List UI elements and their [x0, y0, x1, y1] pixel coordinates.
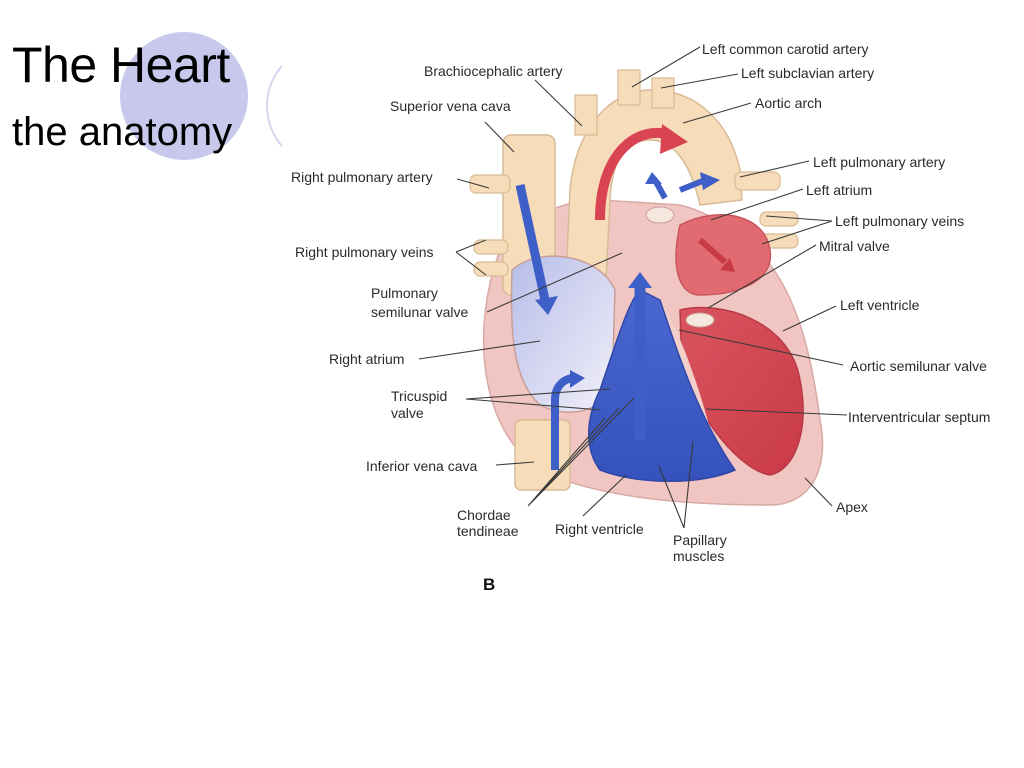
label-inferior-vena-cava: Inferior vena cava	[366, 458, 477, 474]
label-brachiocephalic-artery: Brachiocephalic artery	[424, 63, 563, 79]
label-mitral-valve: Mitral valve	[819, 238, 890, 254]
label-right-pulmonary-artery: Right pulmonary artery	[291, 169, 433, 185]
label-pulmonary-semilunar-valve-line1: Pulmonary	[371, 285, 438, 301]
label-aortic-semilunar-valve: Aortic semilunar valve	[850, 358, 987, 374]
label-left-ventricle: Left ventricle	[840, 297, 920, 313]
label-interventricular-septum: Interventricular septum	[848, 409, 990, 425]
label-chordae-tendineae-line2: tendineae	[457, 523, 519, 539]
decorative-circle-filled	[120, 32, 248, 160]
diagram-labels: Left common carotid artery Brachiocephal…	[291, 41, 990, 594]
leader-lines	[418, 46, 848, 529]
label-left-pulmonary-veins: Left pulmonary veins	[835, 213, 964, 229]
figure-letter: B	[483, 575, 495, 594]
label-left-common-carotid-artery: Left common carotid artery	[702, 41, 869, 57]
label-left-atrium: Left atrium	[806, 182, 872, 198]
slide-subtitle: the anatomy	[12, 110, 233, 154]
label-pulmonary-semilunar-valve-line2: semilunar valve	[371, 304, 468, 320]
label-chordae-tendineae-line1: Chordae	[457, 507, 511, 523]
label-apex: Apex	[836, 499, 868, 515]
label-tricuspid-valve-line2: valve	[391, 405, 424, 421]
label-papillary-muscles-line2: muscles	[673, 548, 724, 564]
label-right-pulmonary-veins: Right pulmonary veins	[295, 244, 434, 260]
label-superior-vena-cava: Superior vena cava	[390, 98, 511, 114]
label-aortic-arch: Aortic arch	[755, 95, 822, 111]
slide-title: The Heart	[12, 37, 230, 93]
heart-diagram: Left common carotid artery Brachiocephal…	[282, 22, 1024, 612]
label-right-ventricle: Right ventricle	[555, 521, 644, 537]
label-tricuspid-valve-line1: Tricuspid	[391, 388, 447, 404]
heart-illustration	[469, 69, 824, 506]
label-right-atrium: Right atrium	[329, 351, 404, 367]
label-papillary-muscles-line1: Papillary	[673, 532, 727, 548]
label-left-pulmonary-artery: Left pulmonary artery	[813, 154, 945, 170]
label-left-subclavian-artery: Left subclavian artery	[741, 65, 874, 81]
